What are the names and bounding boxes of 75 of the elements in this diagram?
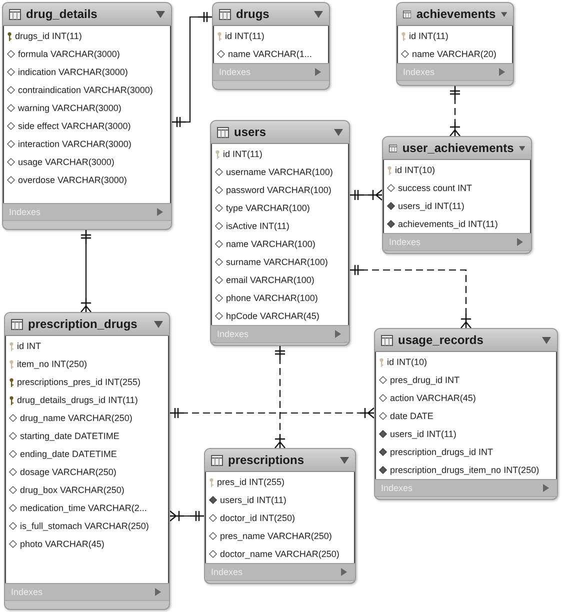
table-name: usage_records — [398, 333, 484, 347]
column-field: warning VARCHAR(3000) — [18, 103, 122, 113]
relationship-line — [171, 11, 213, 128]
column-field: medication_time VARCHAR(2... — [20, 503, 147, 513]
column-field: action VARCHAR(45) — [390, 393, 476, 403]
column-field: side effect VARCHAR(3000) — [18, 121, 131, 131]
column-field: name VARCHAR(100) — [226, 239, 316, 249]
table-name: prescriptions — [228, 453, 306, 467]
table-card — [212, 2, 330, 90]
column-field: overdose VARCHAR(3000) — [18, 175, 127, 185]
relationship-line — [169, 407, 375, 419]
column-field: starting_date DATETIME — [20, 431, 120, 441]
column-field: users_id INT(11) — [390, 429, 456, 439]
table-name: drug_details — [26, 7, 98, 21]
column-field: doctor_id INT(250) — [220, 513, 296, 523]
table-name: prescription_drugs — [28, 317, 138, 331]
column-field: users_id INT(11) — [398, 201, 464, 211]
table-name: drugs — [236, 7, 270, 21]
column-field: pres_name VARCHAR(250) — [220, 531, 332, 541]
column-field: drug_name VARCHAR(250) — [20, 413, 132, 423]
table-card — [210, 120, 350, 346]
column-field: doctor_name VARCHAR(250) — [220, 549, 340, 559]
relationship-line — [349, 189, 383, 201]
column-field: pres_drug_id INT — [390, 375, 460, 385]
column-field: id INT(11) — [225, 31, 264, 41]
column-field: id INT — [17, 341, 42, 351]
column-field: username VARCHAR(100) — [226, 167, 333, 177]
table-name: user_achievements — [402, 141, 514, 155]
relationship-line — [274, 345, 286, 449]
column-field: type VARCHAR(100) — [226, 203, 310, 213]
column-field: prescriptions_pres_id INT(255) — [17, 377, 141, 387]
column-field: password VARCHAR(100) — [226, 185, 332, 195]
column-field: name VARCHAR(20) — [412, 49, 496, 59]
table-name: achievements — [416, 7, 496, 21]
column-field: id INT(10) — [395, 165, 436, 175]
table-card — [396, 2, 514, 86]
column-field: success count INT — [398, 183, 472, 193]
column-field: id INT(11) — [223, 149, 262, 159]
column-field: dosage VARCHAR(250) — [20, 467, 116, 477]
relationship-line — [449, 85, 461, 137]
column-field: name VARCHAR(1... — [228, 49, 312, 59]
table-card — [4, 312, 170, 610]
column-field: achievements_id INT(11) — [398, 219, 498, 229]
column-field: email VARCHAR(100) — [226, 275, 314, 285]
column-field: surname VARCHAR(100) — [226, 257, 328, 267]
column-field: id INT(11) — [409, 31, 448, 41]
column-field: usage VARCHAR(3000) — [18, 157, 114, 167]
column-field: hpCode VARCHAR(45) — [226, 311, 320, 321]
column-field: ending_date DATETIME — [20, 449, 117, 459]
column-field: users_id INT(11) — [220, 495, 286, 505]
column-field: pres_id INT(255) — [217, 477, 285, 487]
column-field: prescription_drugs_item_no INT(250) — [390, 465, 540, 475]
table-card — [204, 448, 356, 584]
column-field: drug_details_drugs_id INT(11) — [17, 395, 138, 405]
column-field: phone VARCHAR(100) — [226, 293, 318, 303]
column-field: is_full_stomach VARCHAR(250) — [20, 521, 149, 531]
column-field: photo VARCHAR(45) — [20, 539, 104, 549]
column-field: prescription_drugs_id INT — [390, 447, 494, 457]
column-field: item_no INT(250) — [17, 359, 88, 369]
relationship-line — [80, 229, 92, 313]
relationship-line — [349, 264, 472, 329]
column-field: drugs_id INT(11) — [15, 31, 82, 41]
column-field: indication VARCHAR(3000) — [18, 67, 128, 77]
table-card — [2, 2, 172, 230]
column-field: contraindication VARCHAR(3000) — [18, 85, 153, 95]
column-field: id INT(10) — [387, 357, 428, 367]
table-card — [382, 136, 532, 254]
column-field: date DATE — [390, 411, 434, 421]
column-field: interaction VARCHAR(3000) — [18, 139, 132, 149]
table-card — [374, 328, 558, 500]
relationship-line — [169, 510, 205, 522]
column-field: drug_box VARCHAR(250) — [20, 485, 124, 495]
column-field: isActive INT(11) — [226, 221, 290, 231]
table-name: users — [234, 125, 268, 139]
column-field: formula VARCHAR(3000) — [18, 49, 120, 59]
